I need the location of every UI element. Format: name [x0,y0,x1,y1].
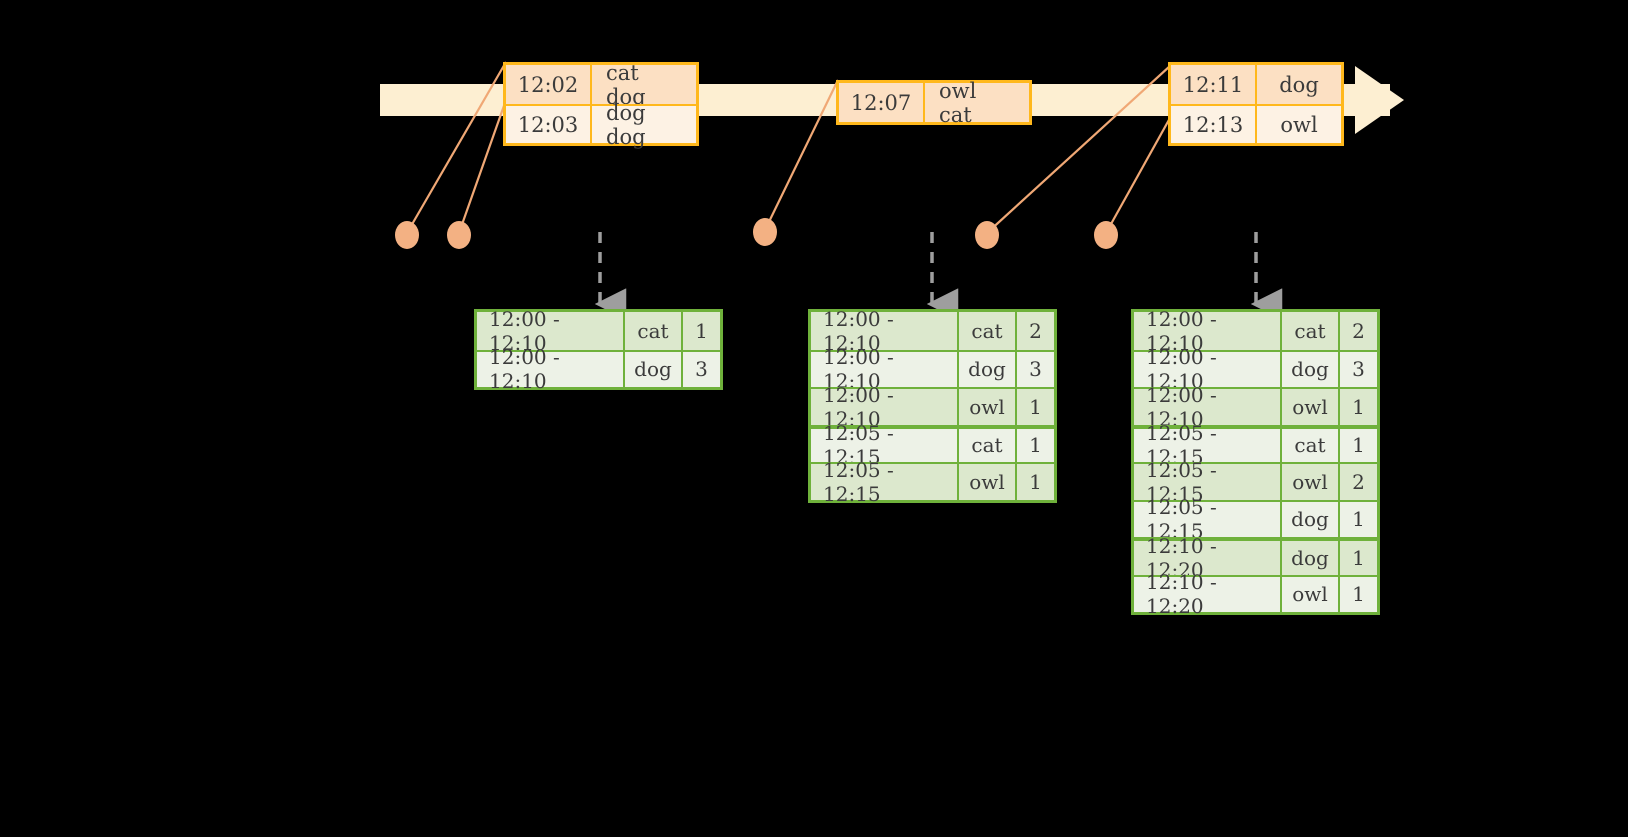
result-window-cell: 12:00 - 12:10 [477,345,625,393]
result-count-cell: 3 [1352,357,1365,382]
result-word-cell: owl [959,389,1017,425]
result-window-cell: 12:00 - 12:10 [477,307,625,355]
event-time: 12:02 [506,65,592,104]
result-count-cell: 1 [695,318,708,343]
event-row[interactable]: 12:11 dog [1171,65,1341,104]
event-group-3[interactable]: 12:11 dog 12:13 owl [1168,62,1344,146]
dot-event-1203 [447,221,471,249]
result-count-cell: 1 [1029,433,1042,458]
event-time: 12:13 [1171,106,1257,143]
result-word-cell: cat [1282,312,1340,350]
result-word-cell: cat [959,312,1017,350]
result-count-cell: 1 [1352,545,1365,570]
event-words: dog [1279,72,1319,97]
event-time: 12:07 [839,83,925,122]
result-window-cell: 12:00 - 12:10 [811,383,959,431]
result-count-cell: 1 [1352,582,1365,607]
flow-arrows [594,232,1283,320]
result-count-cell: 1 [1029,394,1042,419]
result-word-cell: dog [1282,351,1340,387]
event-words: owl cat [939,78,977,127]
result-window-cell: 12:00 - 12:10 [1134,345,1282,393]
result-word-cell: owl [1282,576,1340,612]
result-word-cell: owl [1282,464,1340,500]
event-words: cat dog [606,60,646,109]
result-word-cell: dog [625,351,683,387]
dot-event-1213 [1094,221,1118,249]
result-count-cell: 2 [1352,469,1365,494]
result-count-cell: 3 [695,357,708,382]
result-window-cell: 12:05 - 12:15 [811,458,959,506]
result-window-cell: 12:05 - 12:15 [1134,495,1282,543]
event-time: 12:03 [506,106,592,143]
result-word-cell: dog [1282,541,1340,575]
result-window-cell: 12:00 - 12:10 [811,307,959,355]
result-window-cell: 12:00 - 12:10 [1134,383,1282,431]
dot-event-1202 [395,221,419,249]
result-word-cell: cat [625,312,683,350]
result-window-cell: 12:00 - 12:10 [1134,307,1282,355]
event-time: 12:11 [1171,65,1257,104]
event-group-1[interactable]: 12:02 cat dog 12:03 dog dog [503,60,699,149]
result-word-cell: owl [959,464,1017,500]
result-count-cell: 1 [1352,433,1365,458]
result-word-cell: owl [1282,389,1340,425]
event-row[interactable]: 12:03 dog dog [506,100,696,149]
result-word-cell: cat [959,428,1017,462]
result-count-cell: 1 [1029,469,1042,494]
connector-dots [395,218,1118,249]
dot-event-1207 [753,218,777,246]
dot-event-1211 [975,221,999,249]
event-row[interactable]: 12:07 owl cat [839,78,1029,127]
event-words: owl [1280,112,1318,137]
result-count-cell: 2 [1352,318,1365,343]
result-word-cell: dog [1282,501,1340,537]
result-window-cell: 12:05 - 12:15 [1134,458,1282,506]
result-word-cell: cat [1282,428,1340,462]
event-row[interactable]: 12:13 owl [1171,104,1341,143]
event-words: dog dog [606,100,646,149]
result-count-cell: 1 [1352,507,1365,532]
result-count-cell: 3 [1029,357,1042,382]
result-window-cell: 12:10 - 12:20 [1134,570,1282,618]
event-group-2[interactable]: 12:07 owl cat [836,78,1032,127]
result-count-cell: 2 [1029,318,1042,343]
result-count-cell: 1 [1352,394,1365,419]
result-window-cell: 12:00 - 12:10 [811,345,959,393]
result-word-cell: dog [959,351,1017,387]
event-row[interactable]: 12:02 cat dog [506,60,696,109]
